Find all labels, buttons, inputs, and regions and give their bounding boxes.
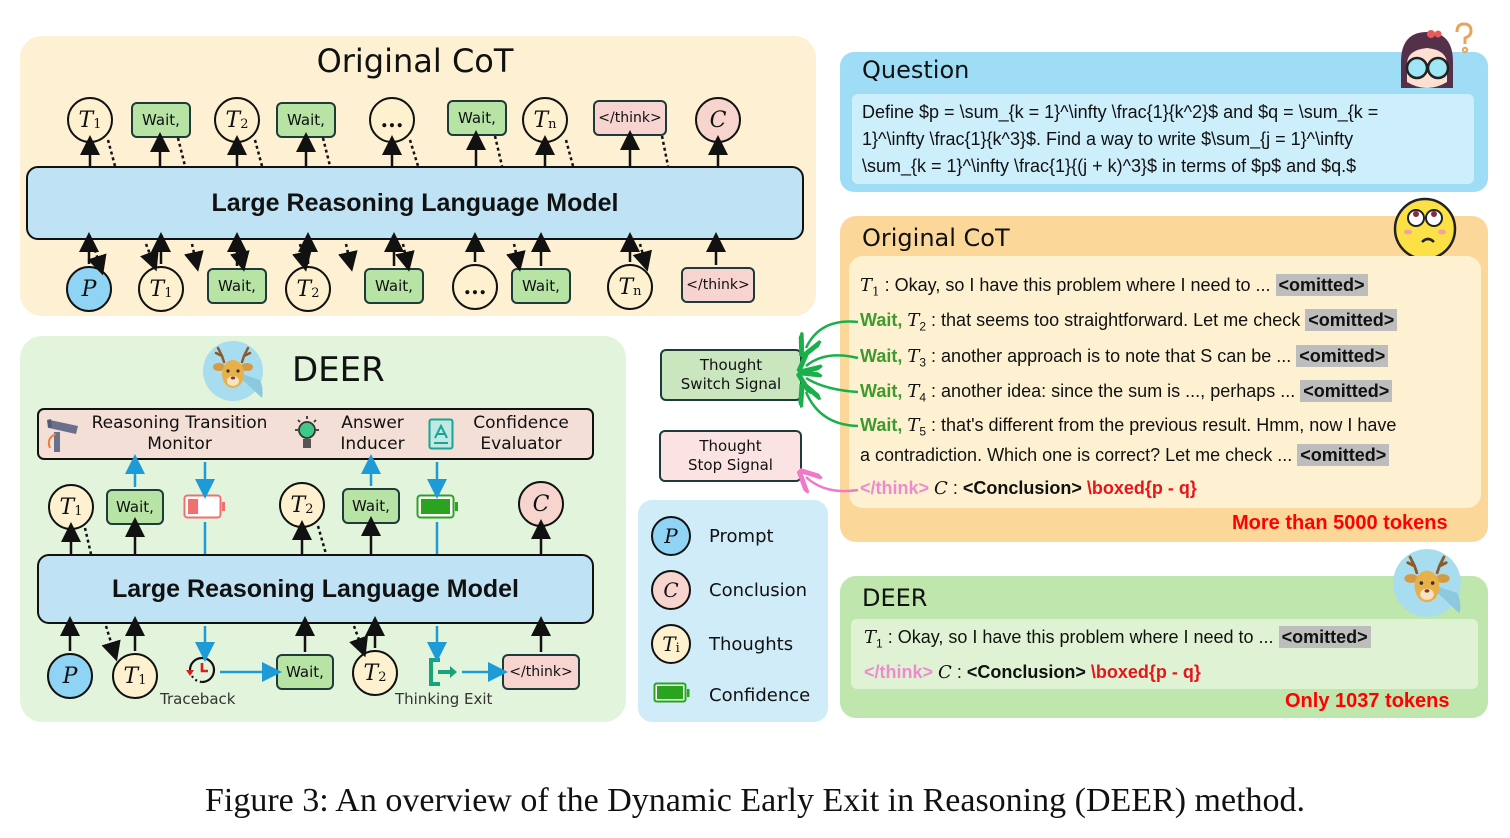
deer-line-t1: T1 : Okay, so I have this problem where … <box>864 626 1371 651</box>
deer-token-count: Only 1037 tokens <box>1285 690 1450 712</box>
lightbulb-icon <box>292 414 322 454</box>
input-wait-token: Wait, <box>511 268 571 304</box>
input-ellipsis: ... <box>452 264 498 310</box>
evaluation-document-icon <box>428 418 454 450</box>
input-prompt: P <box>66 266 112 312</box>
output-ellipsis: ... <box>369 97 415 143</box>
surveillance-camera-icon <box>44 414 82 454</box>
battery-fill <box>421 499 450 514</box>
thinking-exit-icon <box>426 657 460 687</box>
original-cot-text-title: Original CoT <box>862 224 1010 252</box>
input-wait-token: Wait, <box>364 268 424 304</box>
question-title: Question <box>862 56 970 84</box>
legend-confidence-label: Confidence <box>709 685 811 706</box>
girl-with-glasses-icon <box>1393 22 1481 92</box>
legend-prompt-label: Prompt <box>709 525 774 547</box>
deer-line-conclusion: </think> C : <Conclusion> \boxed{p - q} <box>864 662 1201 683</box>
deer-input-wait-token: Wait, <box>276 654 334 690</box>
legend-thoughts-label: Thoughts <box>709 633 794 655</box>
original-cot-model-block: Large Reasoning Language Model <box>26 166 804 240</box>
input-think-end-token: </think> <box>681 267 755 303</box>
low-confidence-battery-icon <box>183 494 229 520</box>
output-think-end-token: </think> <box>593 100 667 136</box>
output-wait-token: Wait, <box>447 100 507 136</box>
question-text-line-2: 1}^\infty \frac{1}{k^3}$. Find a way to … <box>862 129 1354 149</box>
deer-input-prompt: P <box>47 653 93 699</box>
battery-fill <box>188 499 199 514</box>
cot-line-t5-continuation: a contradiction. Which one is correct? L… <box>860 444 1390 466</box>
confidence-battery-icon <box>653 682 691 709</box>
legend-conclusion-symbol: C <box>651 570 691 610</box>
deer-model-block: Large Reasoning Language Model <box>37 554 594 624</box>
cot-line-t4: Wait, T4 : another idea: since the sum i… <box>860 380 1393 405</box>
original-token-count: More than 5000 tokens <box>1232 512 1448 534</box>
legend-prompt-symbol: P <box>651 516 691 556</box>
deer-output-wait-token: Wait, <box>106 489 164 525</box>
cot-line-conclusion: </think> C : <Conclusion> \boxed{p - q} <box>860 478 1197 499</box>
deer-input-think-end-token: </think> <box>502 654 580 690</box>
deer-output-wait-token: Wait, <box>342 488 400 524</box>
omitted-tag: <omitted> <box>1296 345 1389 367</box>
input-wait-token: Wait, <box>207 268 267 304</box>
question-text-line-3: \sum_{k = 1}^\infty \frac{1}{(j + k)^3}$… <box>862 156 1357 176</box>
omitted-tag: <omitted> <box>1278 626 1371 648</box>
cot-line-t1: T1 : Okay, so I have this problem where … <box>860 274 1368 299</box>
omitted-tag: <omitted> <box>1300 380 1393 402</box>
omitted-tag: <omitted> <box>1297 444 1390 466</box>
confidence-evaluator-label: Confidence Evaluator <box>473 413 569 454</box>
omitted-tag: <omitted> <box>1305 309 1398 331</box>
traceback-label: Traceback <box>160 690 236 708</box>
cot-line-t5: Wait, T5 : that's different from the pre… <box>860 415 1397 439</box>
output-wait-token: Wait, <box>276 102 336 138</box>
original-cot-diagram-title: Original CoT <box>316 42 514 80</box>
reasoning-transition-monitor-label: Reasoning Transition Monitor <box>91 413 268 454</box>
cot-line-t2: Wait, T2 : that seems too straightforwar… <box>860 309 1398 334</box>
confused-emoji-icon <box>1392 196 1458 262</box>
thinking-exit-label: Thinking Exit <box>395 690 493 708</box>
question-text-line-1: Define $p = \sum_{k = 1}^\infty \frac{1}… <box>862 102 1379 122</box>
deer-output-conclusion: C <box>518 481 564 527</box>
deer-text-box <box>851 619 1478 689</box>
deer-icon <box>1392 548 1462 618</box>
deer-modules-bar <box>37 408 594 460</box>
legend-item-confidence: Confidence <box>653 682 810 709</box>
legend-conclusion-label: Conclusion <box>709 579 808 601</box>
legend-item-prompt: P Prompt <box>651 516 774 556</box>
question-text-box <box>852 94 1474 184</box>
omitted-tag: <omitted> <box>1275 274 1368 296</box>
output-wait-token: Wait, <box>131 102 191 138</box>
deer-text-title: DEER <box>862 584 928 612</box>
cot-line-t3: Wait, T3 : another approach is to note t… <box>860 345 1389 370</box>
output-conclusion: C <box>695 97 741 143</box>
answer-inducer-label: Answer Inducer <box>340 413 405 454</box>
high-confidence-battery-icon <box>416 494 462 520</box>
traceback-icon <box>184 654 220 690</box>
deer-diagram-title: DEER <box>292 350 385 390</box>
legend-item-conclusion: C Conclusion <box>651 570 807 610</box>
deer-icon <box>202 340 264 402</box>
figure-caption: Figure 3: An overview of the Dynamic Ear… <box>204 782 1306 819</box>
